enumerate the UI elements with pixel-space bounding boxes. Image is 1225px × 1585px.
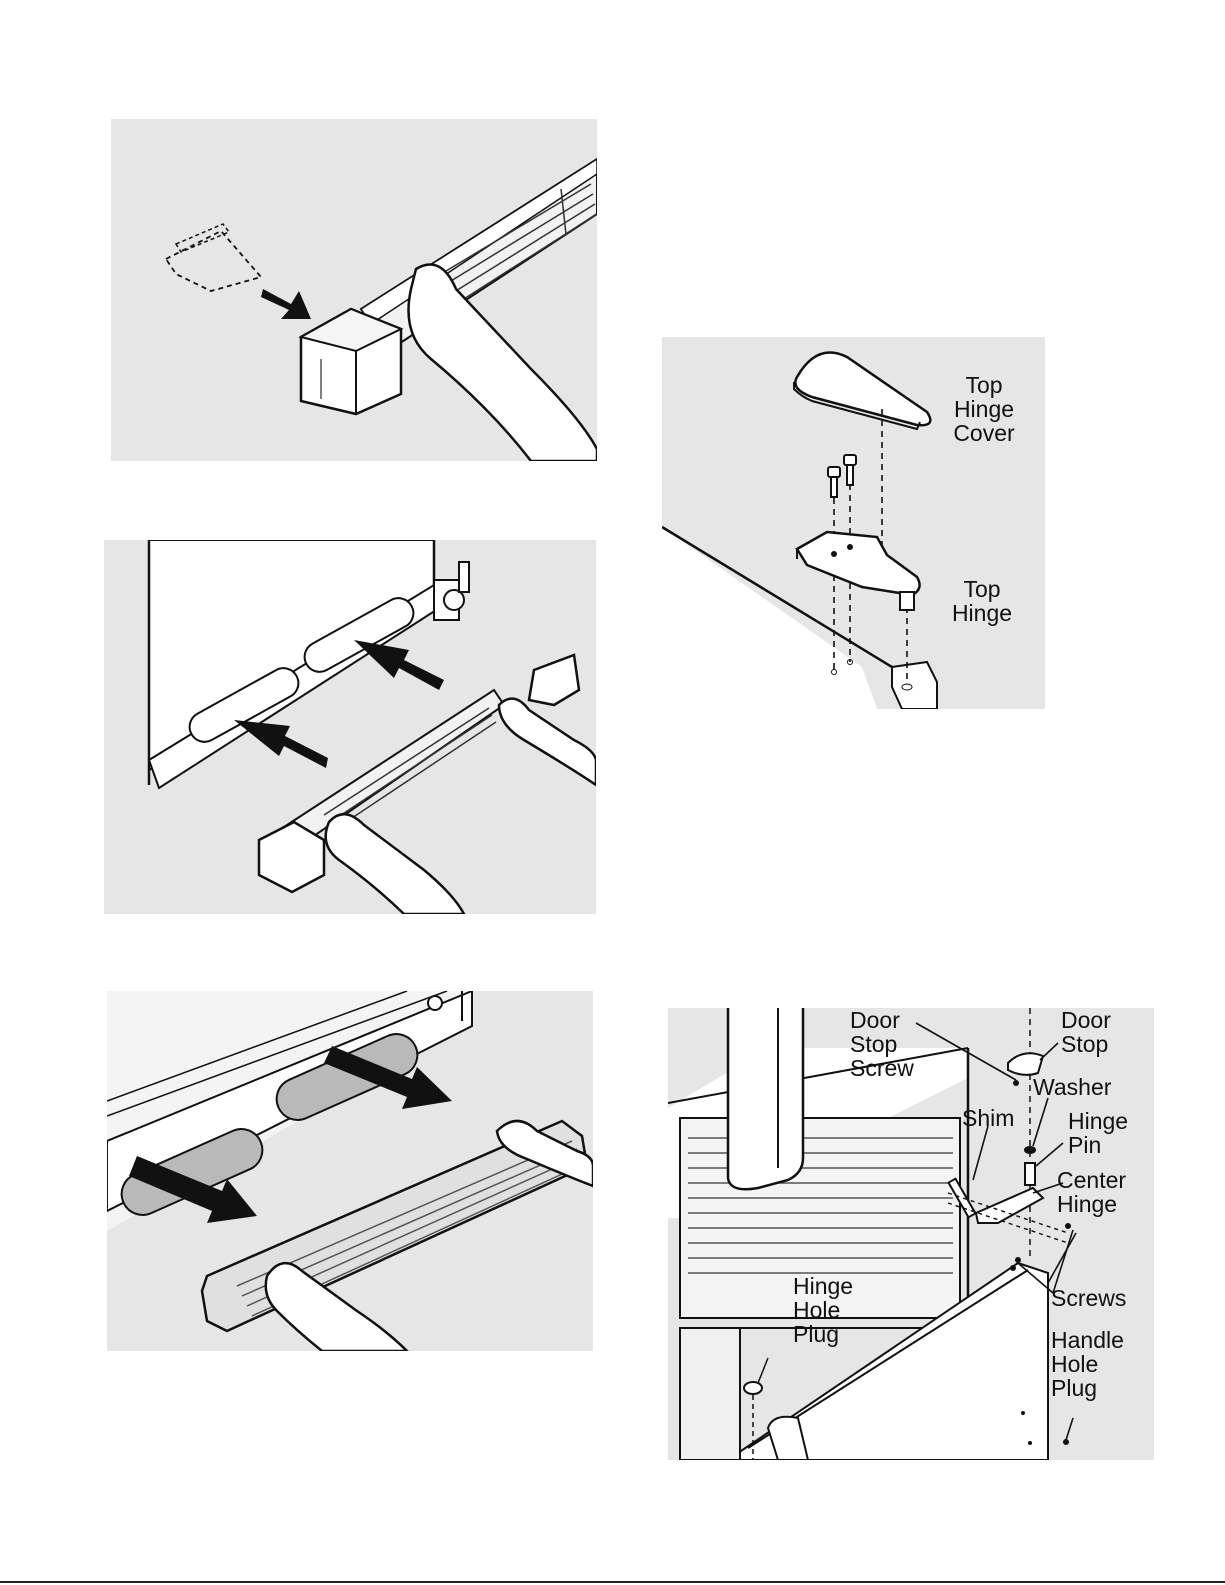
top-hinge-cover-label: Top Hinge Cover: [934, 373, 1034, 445]
screws-label: Screws: [1051, 1286, 1126, 1310]
handle-hole-plug-label: Handle Hole Plug: [1051, 1328, 1124, 1400]
center-hinge-illustration: Door Stop Screw Door Stop Washer Shim Hi…: [668, 1008, 1154, 1460]
page-bottom-rule: [0, 1581, 1225, 1583]
grille-install-illustration: [104, 540, 596, 914]
top-hinge-illustration: Top Hinge Cover Top Hinge: [662, 337, 1045, 709]
washer-label: Washer: [1033, 1075, 1111, 1099]
grille-remove-drawing: [107, 991, 593, 1351]
hinge-hole-plug-label: Hinge Hole Plug: [793, 1274, 853, 1346]
grille-remove-illustration: [107, 991, 593, 1351]
center-hinge-label: Center Hinge: [1057, 1168, 1126, 1216]
grille-end-cap-illustration: [111, 119, 597, 461]
grille-end-cap-drawing: [111, 119, 597, 461]
door-stop-screw-label: Door Stop Screw: [850, 1008, 914, 1080]
hinge-pin-label: Hinge Pin: [1068, 1109, 1128, 1157]
top-hinge-label: Top Hinge: [932, 577, 1032, 625]
grille-install-drawing: [104, 540, 596, 914]
shim-label: Shim: [962, 1106, 1014, 1130]
door-stop-label: Door Stop: [1061, 1008, 1111, 1056]
